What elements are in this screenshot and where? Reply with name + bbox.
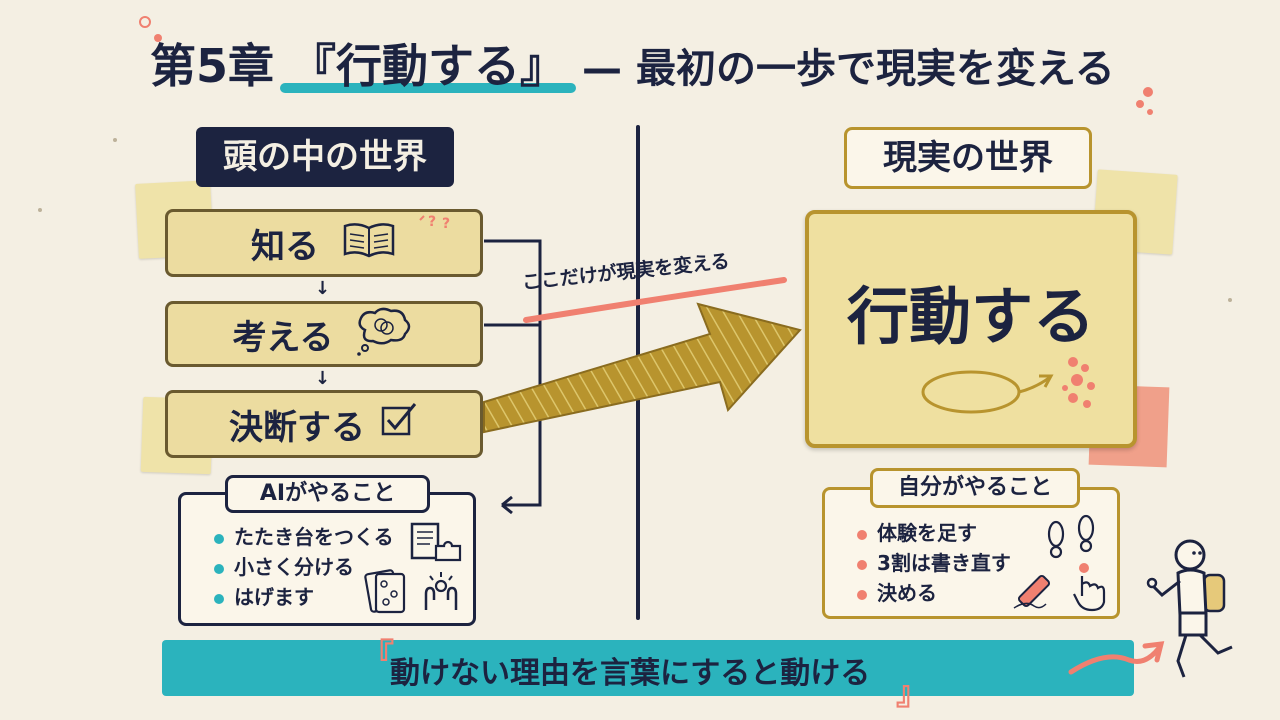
banner-text: 動けない理由を言葉にすると動ける	[390, 656, 871, 691]
left-header: 頭の中の世界	[196, 127, 454, 187]
list-item: たたき台をつくる	[214, 522, 394, 552]
bullet	[214, 563, 224, 574]
list-item: はげます	[214, 582, 394, 612]
action-label: 行動する	[846, 280, 1095, 353]
self-tasks-label: 自分がやること	[870, 468, 1080, 508]
banner-open-bracket: 『	[362, 636, 395, 674]
list-item: 体験を足す	[857, 518, 1011, 548]
pointer-hand-icon	[1073, 563, 1106, 612]
bullet	[214, 533, 224, 544]
banner-close-bracket: 』	[896, 674, 929, 712]
page-title: 第5章 『行動する』 — 最初の一歩で現実を変える	[150, 30, 1150, 100]
bullet	[214, 593, 224, 604]
walking-person-icon	[1146, 539, 1233, 678]
footprints-icon	[1047, 514, 1095, 559]
step-label: 決断する	[229, 407, 365, 448]
action-card	[805, 210, 1137, 448]
step-label: 知る	[251, 226, 319, 267]
step-think: 考える	[165, 301, 483, 367]
bullet	[857, 589, 867, 600]
checkbox-icon	[379, 400, 419, 449]
step-decide: 決断する	[165, 390, 483, 458]
open-book-icon	[341, 218, 397, 269]
caption-underline	[523, 277, 787, 323]
cards-icon	[364, 569, 406, 614]
down-arrow: ↓	[315, 368, 331, 389]
step-know: 知る	[165, 209, 483, 277]
question-marks-icon: ? ?	[419, 214, 450, 232]
swoosh-arrow	[1068, 641, 1165, 675]
action-arrow	[483, 302, 802, 434]
bullet	[857, 559, 867, 570]
list-item: 小さく分ける	[214, 552, 394, 582]
title-keyword: 『行動する』	[280, 39, 577, 93]
self-tasks-list: 体験を足す 3割は書き直す 決める	[857, 518, 1011, 608]
svg-text:?: ?	[428, 214, 436, 230]
ai-tasks-label: AIがやること	[225, 475, 430, 513]
list-item: 3割は書き直す	[857, 548, 1011, 578]
list-item: 決める	[857, 578, 1011, 608]
svg-text:?: ?	[442, 216, 450, 232]
cheering-hands-icon	[424, 572, 458, 610]
step-label: 考える	[232, 317, 334, 358]
bullet	[857, 529, 867, 540]
step-motion-icon	[921, 357, 1095, 414]
title-suffix: — 最初の一歩で現実を変える	[582, 46, 1115, 92]
ai-tasks-list: たたき台をつくる 小さく分ける はげます	[214, 522, 394, 612]
document-puzzle-icon	[410, 522, 462, 562]
pen-icon	[1013, 574, 1051, 609]
key-message-banner	[162, 640, 1134, 696]
right-header: 現実の世界	[844, 127, 1092, 189]
down-arrow: ↓	[315, 278, 331, 299]
thought-cloud-icon	[351, 304, 415, 365]
title-prefix: 第5章	[150, 39, 275, 93]
